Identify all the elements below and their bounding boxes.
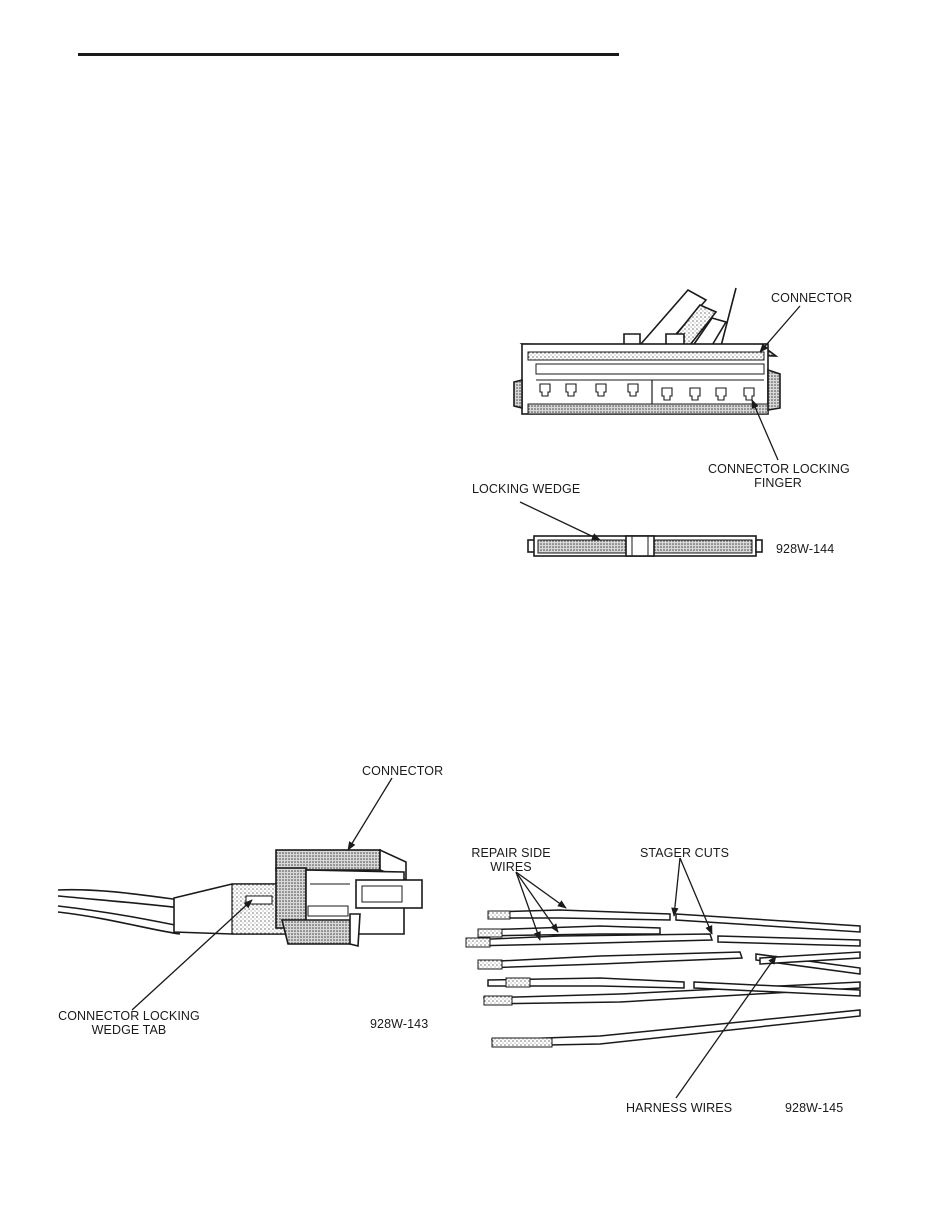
connector-leader-144 [759,305,801,353]
label-repair-side: REPAIR SIDE WIRES [466,846,556,874]
label-wedge-tab-line1: CONNECTOR LOCKING [58,1009,200,1023]
figure-143-drawing [57,777,423,1011]
harness-wires [675,913,861,997]
connector-body [513,343,781,415]
stager-leader-2 [679,857,713,935]
connector-leader-143 [347,777,393,851]
label-connector-144: CONNECTOR [771,291,853,305]
figure-id-145: 928W-145 [785,1101,844,1115]
harness-leader [675,955,777,1099]
locking-wedge-leader [519,501,601,541]
label-locking-finger-line1: CONNECTOR LOCKING [708,462,850,476]
header-rule [78,53,619,56]
label-stager-cuts: STAGER CUTS [640,846,730,860]
locking-finger-leader [751,399,779,461]
locking-wedge-part [527,535,763,557]
label-repair-side-line2: WIRES [490,860,532,874]
label-locking-wedge: LOCKING WEDGE [472,482,581,496]
harness-wires-143 [57,888,181,935]
connector-body-143 [275,848,423,948]
wire-terminals [465,910,553,1048]
connector-wires [639,287,737,353]
stager-leader-1 [671,857,681,917]
repair-side-leader-3 [515,871,541,941]
label-wedge-tab: CONNECTOR LOCKING WEDGE TAB [56,1009,202,1037]
label-locking-finger: CONNECTOR LOCKING FINGER [708,462,850,490]
label-wedge-tab-line2: WEDGE TAB [91,1023,167,1037]
repair-side-leader-1 [515,871,567,909]
wedge-tab-leader [131,899,253,1011]
figure-id-143: 928W-143 [370,1017,429,1031]
label-locking-finger-line2: FINGER [754,476,802,490]
figure-145-drawing [465,857,861,1099]
repair-side-leader-2 [515,871,559,933]
figure-144-drawing [513,287,801,557]
label-repair-side-line1: REPAIR SIDE [471,846,551,860]
label-connector-143: CONNECTOR [362,764,444,778]
label-harness-wires: HARNESS WIRES [626,1101,733,1115]
figure-id-144: 928W-144 [776,542,835,556]
